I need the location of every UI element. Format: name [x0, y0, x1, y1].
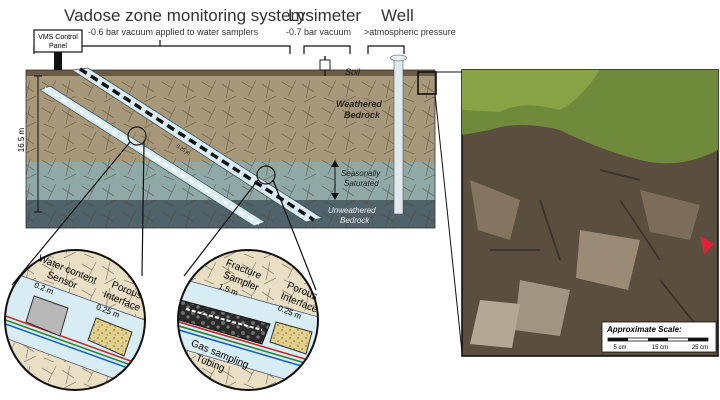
control-panel-label-2: Panel	[49, 43, 67, 50]
control-panel: VMS Control Panel	[33, 29, 83, 70]
scale-tick-1: 5 cm	[613, 345, 626, 351]
inset-right: Fracture Sampler 1.5 m Porous Interface …	[177, 249, 319, 391]
well	[390, 54, 407, 215]
unweathered-label-1: Unweathered	[328, 206, 376, 215]
vms-subtitle: -0.6 bar vacuum applied to water sampler…	[88, 27, 259, 37]
scale-tick-3: 25 cm	[692, 345, 708, 351]
lysimeter	[319, 56, 331, 76]
scale-tick-2: 15 cm	[652, 345, 668, 351]
soil-label: Soil	[345, 67, 361, 77]
scale-title: Approximate Scale:	[606, 325, 682, 334]
scale-bar: Approximate Scale: 5 cm 15 cm 25 cm	[601, 321, 717, 353]
well-subtitle: >atmospheric pressure	[364, 27, 456, 37]
well-title: Well	[381, 6, 414, 25]
weathered-label-1: Weathered	[336, 99, 382, 109]
saturated-label-1: Seasonally	[341, 169, 381, 178]
callout-markers	[11, 71, 463, 353]
lysimeter-title: Lysimeter	[288, 6, 362, 25]
outcrop-photo	[461, 69, 719, 357]
weathered-label-2: Bedrock	[344, 110, 381, 120]
saturated-arrow	[331, 160, 339, 200]
soil-layer	[26, 70, 435, 76]
boreholes: 0.25 m	[39, 67, 323, 227]
control-panel-label-1: VMS Control	[38, 34, 78, 41]
saturated-label-2: Saturated	[344, 179, 379, 188]
red-marker	[700, 236, 714, 254]
inset-left: Water content Sensor 0.2 m Porous Interf…	[4, 249, 146, 391]
header-brackets	[33, 40, 405, 54]
depth-label: 16.5 m	[17, 127, 26, 152]
unweathered-label-2: Bedrock	[340, 216, 370, 225]
vms-title: Vadose zone monitoring system	[64, 6, 305, 25]
lysimeter-subtitle: -0.7 bar vacuum	[286, 27, 352, 37]
depth-bar: 16.5 m	[17, 75, 42, 213]
